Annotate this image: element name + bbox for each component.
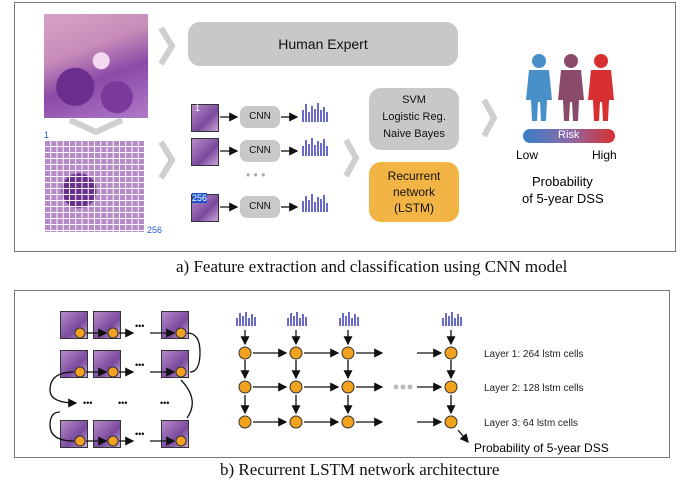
layer-2-label: Layer 2: 128 lstm cells xyxy=(484,383,584,394)
histology-image xyxy=(44,14,148,118)
rnn-line-1: Recurrent xyxy=(387,169,441,183)
risk-low-label: Low xyxy=(516,148,539,162)
low-risk-person-icon xyxy=(526,54,552,121)
high-risk-person-icon xyxy=(588,54,614,121)
chevron-right-icon xyxy=(158,140,176,180)
seq-dots-r2: ••• xyxy=(135,360,145,370)
risk-high-label: High xyxy=(592,148,617,162)
output-label: Probability of 5-year DSS xyxy=(474,441,609,455)
tile-index-first: 1 xyxy=(44,130,50,140)
sequence-nodes xyxy=(74,327,187,447)
tile-1 xyxy=(191,104,219,132)
tile-index-last: 256 xyxy=(147,225,163,235)
risk-label: Risk xyxy=(558,129,580,141)
lstm-input-histogram xyxy=(236,312,256,326)
caption-b: b) Recurrent LSTM network architecture xyxy=(220,460,500,479)
seq-dots-r3b: ••• xyxy=(118,398,128,408)
tile-badge-first: 1 xyxy=(195,103,201,113)
tiled-histology-grid xyxy=(44,140,144,232)
classifier-logistic: Logistic Reg. xyxy=(382,111,446,123)
lstm-nodes xyxy=(238,346,458,429)
cnn-ellipsis: • • • xyxy=(246,168,266,182)
rnn-line-3: (LSTM) xyxy=(394,201,434,215)
seq-dots-r1: ••• xyxy=(135,321,145,331)
feature-histogram xyxy=(302,103,328,122)
cnn-box-1: CNN xyxy=(240,106,280,128)
classifier-svm: SVM xyxy=(402,94,426,106)
lstm-input-histogram xyxy=(339,312,359,326)
risk-bar xyxy=(523,129,615,143)
lstm-input-histogram xyxy=(442,312,462,326)
human-expert-label: Human Expert xyxy=(278,36,368,52)
seq-dots-r4: ••• xyxy=(135,429,145,439)
prob-line-2: of 5-year DSS xyxy=(522,191,604,206)
seq-dots-r3a: ••• xyxy=(83,398,93,408)
layer-1-label: Layer 1: 264 lstm cells xyxy=(484,349,584,360)
human-expert-box: Human Expert xyxy=(188,22,458,66)
rnn-line-2: network xyxy=(392,185,436,199)
classifier-box: SVM Logistic Reg. Naive Bayes xyxy=(369,88,459,150)
caption-a: a) Feature extraction and classification… xyxy=(176,257,568,276)
chevron-right-icon xyxy=(158,26,176,66)
lstm-input-histogram xyxy=(287,312,307,326)
feature-histogram xyxy=(302,194,328,212)
layer-3-label: Layer 3: 64 lstm cells xyxy=(484,418,578,429)
seq-dots-r3c: ••• xyxy=(160,398,170,408)
cnn-box-2: CNN xyxy=(240,140,280,162)
classifier-naive-bayes: Naive Bayes xyxy=(383,128,445,140)
tile-2 xyxy=(191,138,219,166)
medium-risk-person-icon xyxy=(558,54,584,121)
rnn-box: Recurrent network (LSTM) xyxy=(369,162,459,222)
chevron-right-icon xyxy=(481,98,498,138)
feature-histogram xyxy=(302,138,328,156)
chevron-down-icon xyxy=(68,117,124,136)
prob-line-1: Probability xyxy=(532,174,593,189)
cnn-box-3: CNN xyxy=(240,196,280,218)
chevron-right-icon xyxy=(343,138,360,178)
lstm-ellipsis xyxy=(393,384,413,390)
tile-badge-last: 256 xyxy=(192,193,208,203)
